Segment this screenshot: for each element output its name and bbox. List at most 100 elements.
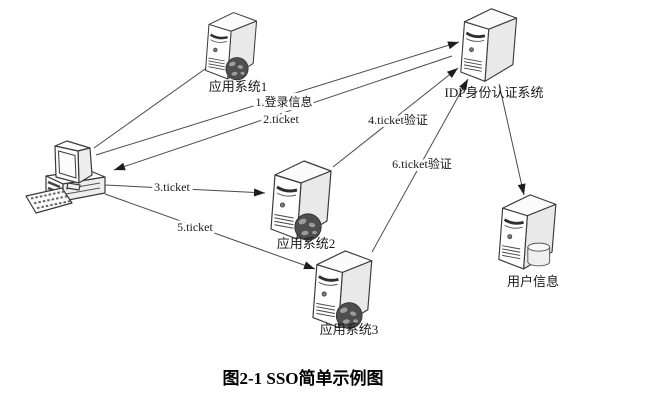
edge-line-ticket-app2 [104, 184, 266, 194]
edge-label-login-info: 1.登录信息 [255, 94, 312, 109]
server-grill-line [274, 220, 294, 226]
server-grill-line [463, 64, 482, 69]
arrow-head-icon [447, 41, 459, 50]
arrow-head-icon [303, 261, 315, 270]
base-seam [65, 187, 101, 195]
edge-verify-app2 [332, 67, 459, 168]
server-power-button [321, 291, 327, 297]
server-vent-line [466, 38, 485, 42]
globe-land [229, 61, 236, 67]
node-app2 [270, 160, 332, 241]
drive-slot [47, 180, 61, 189]
server-grill-line [316, 309, 336, 314]
database-top [527, 242, 551, 252]
server-grill-line [274, 224, 294, 229]
keyboard-keys-row [30, 190, 65, 200]
server-grill-line [208, 57, 225, 62]
server-vent-line [210, 39, 227, 43]
arrow-head-icon [446, 68, 458, 78]
server-power-button [507, 234, 513, 240]
monitor-icon [54, 140, 93, 191]
figure-caption: 图2-1 SSO简单示例图 [222, 368, 383, 388]
server-vent-line [276, 192, 297, 197]
server-grill-line [274, 214, 294, 219]
server-grill-line [208, 66, 225, 71]
server-front-face [460, 21, 490, 82]
edge-verify-app3 [371, 78, 469, 253]
server-grill-line [502, 248, 521, 253]
edge-label-verify-app2: 4.ticket验证 [368, 112, 428, 127]
server-vent-stripe [465, 31, 486, 39]
node-label-idp: IDP身份认证系统 [445, 85, 544, 100]
globe-land [340, 307, 348, 313]
server-vent-line [504, 224, 523, 229]
server-power-button [279, 202, 286, 208]
globe-icon [294, 213, 322, 241]
node-userinfo [498, 194, 557, 270]
globe-icon [225, 57, 249, 81]
server-grill-line [316, 302, 336, 308]
server-grill-line [316, 312, 336, 318]
node-label-app3: 应用系统3 [320, 322, 379, 337]
server-power-button [469, 47, 474, 53]
server-grill-line [502, 245, 521, 250]
edge-ticket-return [113, 55, 453, 171]
edge-query-userinfo [498, 83, 526, 196]
server-power-button [213, 47, 218, 53]
server-vent-line [318, 281, 338, 286]
edge-line-ticket-app3 [104, 193, 316, 270]
edge-line-verify-app2 [332, 67, 459, 168]
server-grill-line [316, 306, 336, 311]
labels-layer: 1.登录信息 2.ticket 3.ticket 5.ticket 4.ticket验证… [151, 79, 559, 337]
arrow-head-icon [114, 162, 126, 171]
edge-ticket-app2 [104, 184, 266, 197]
globe-land [312, 230, 317, 235]
edge-label-ticket-app2: 3.ticket [154, 180, 190, 194]
globe-land [240, 71, 245, 75]
globe-land [350, 311, 357, 316]
node-client [25, 140, 106, 214]
server-grill-line [208, 63, 225, 68]
server-grill-line [463, 58, 482, 63]
node-label-app1: 应用系统1 [209, 79, 268, 94]
globe-land [298, 218, 307, 225]
arrow-head-icon [459, 79, 468, 91]
server-grill-line [463, 67, 482, 72]
database-body [527, 247, 551, 267]
edge-line-ticket-return [113, 55, 453, 171]
monitor-screen [58, 150, 77, 179]
edge-line-query-userinfo [498, 83, 525, 196]
globe-land [353, 319, 358, 323]
server-vent-stripe [503, 218, 524, 225]
node-idp [460, 8, 518, 82]
server-vent-stripe [276, 185, 298, 193]
edge-label-ticket-return: 2.ticket [263, 112, 299, 126]
server-grill-line [502, 251, 521, 256]
edges-layer [93, 41, 526, 270]
edge-ticket-app3 [104, 193, 316, 270]
globe-sphere [225, 57, 249, 81]
node-label-userinfo: 用户信息 [507, 274, 559, 289]
edge-login-info [95, 41, 460, 156]
keyboard-keys-row [33, 195, 68, 205]
server-grill-line [463, 61, 482, 66]
globe-land [308, 222, 316, 228]
server-grill-line [502, 254, 521, 260]
node-app3 [312, 250, 373, 329]
database-icon [527, 242, 551, 267]
arrow-head-icon [253, 188, 265, 197]
globe-land [342, 319, 350, 324]
edge-label-ticket-app3: 5.ticket [177, 220, 213, 234]
globe-land [301, 230, 309, 236]
server-front-face [498, 207, 528, 270]
server-vent-stripe [209, 33, 228, 40]
server-vent-stripe [318, 275, 339, 282]
globe-icon [335, 302, 363, 329]
node-label-app2: 应用系统2 [277, 236, 336, 251]
monitor-stand [66, 182, 81, 191]
nodes-layer [25, 8, 557, 329]
edge-line-login-info [95, 41, 460, 156]
globe-land [237, 65, 244, 69]
